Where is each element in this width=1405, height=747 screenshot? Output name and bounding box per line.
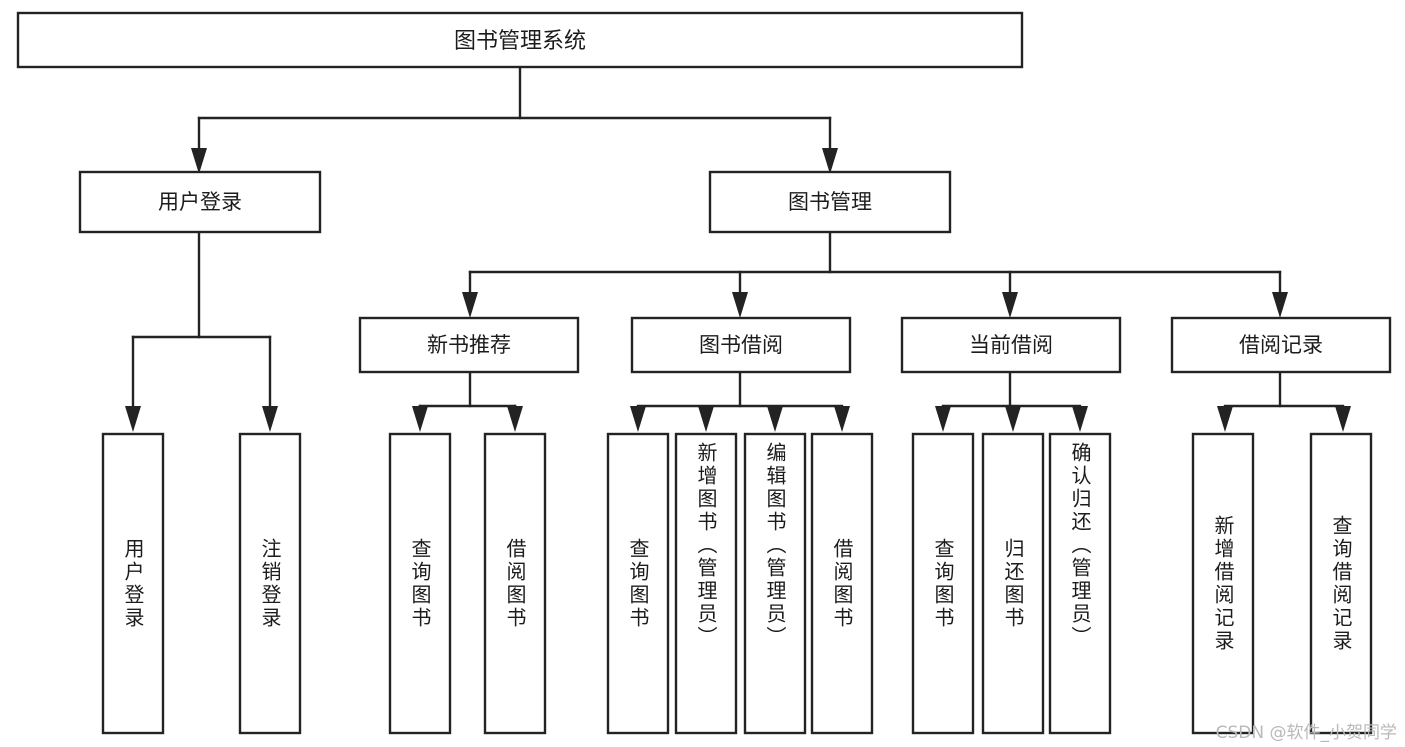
arrowhead-borrow-record: [1272, 292, 1288, 318]
node-current-borrow-box[interactable]: [900, 316, 1122, 374]
leaf-user-login-box[interactable]: [101, 432, 165, 735]
node-current-borrow[interactable]: 当前借阅: [900, 316, 1122, 374]
node-user-login-label: 用户登录: [158, 190, 242, 214]
leaf-query-book-3-box[interactable]: [911, 432, 975, 735]
arrowhead-leaf-edit-book: [767, 406, 783, 432]
node-book-borrow-box[interactable]: [630, 316, 852, 374]
leaf-add-record-box[interactable]: [1191, 432, 1255, 735]
arrowhead-leaf-add-book: [698, 406, 714, 432]
leaf-edit-book-box[interactable]: [743, 432, 807, 735]
arrowhead-leaf-query-record: [1335, 406, 1351, 432]
leaf-borrow-book-1-box[interactable]: [483, 432, 547, 735]
arrowhead-book-borrow: [732, 292, 748, 318]
node-book-manage[interactable]: 图书管理: [708, 170, 952, 234]
node-user-login[interactable]: 用户登录: [78, 170, 322, 234]
leaf-borrow-book-2-box[interactable]: [810, 432, 874, 735]
connector-group-new-book-recommend: [412, 370, 523, 432]
leaf-query-book-1-box[interactable]: [388, 432, 452, 735]
leaf-boxes: [101, 432, 1373, 735]
arrowhead-leaf-confirm-return: [1072, 406, 1088, 432]
arrowhead-leaf-query-book-1: [412, 406, 428, 432]
leaf-add-book-box[interactable]: [674, 432, 738, 735]
connector-group-user-login: [125, 230, 278, 432]
connector-group-current-borrow: [935, 370, 1088, 432]
arrowhead-leaf-borrow-book-1: [507, 406, 523, 432]
node-book-manage-label: 图书管理: [788, 190, 872, 214]
node-current-borrow-label: 当前借阅: [969, 333, 1053, 357]
leaf-query-book-2-box[interactable]: [606, 432, 670, 735]
node-book-borrow-label: 图书借阅: [699, 333, 783, 357]
node-root-label: 图书管理系统: [454, 29, 586, 54]
node-borrow-record-box[interactable]: [1170, 316, 1392, 374]
arrowhead-leaf-query-book-3: [935, 406, 951, 432]
node-new-book-recommend[interactable]: 新书推荐: [358, 316, 580, 374]
arrowhead-leaf-logout: [262, 406, 278, 432]
arrowhead-leaf-user-login: [125, 406, 141, 432]
connector-group-book-borrow: [630, 370, 850, 432]
node-book-manage-box[interactable]: [708, 170, 952, 234]
watermark-text: CSDN @软件_小贺同学: [1215, 723, 1397, 743]
arrowhead-leaf-add-record: [1217, 406, 1233, 432]
node-borrow-record-label: 借阅记录: [1239, 333, 1323, 357]
node-user-login-box[interactable]: [78, 170, 322, 234]
arrowhead-leaf-return-book: [1005, 406, 1021, 432]
leaf-query-record-box[interactable]: [1309, 432, 1373, 735]
arrowhead-leaf-borrow-book-2: [834, 406, 850, 432]
arrowhead-book-manage: [822, 148, 838, 174]
leaf-confirm-return-box[interactable]: [1048, 432, 1112, 735]
connector-group-root: [191, 65, 838, 174]
node-root[interactable]: 图书管理系统: [16, 11, 1024, 69]
leaf-return-book-box[interactable]: [981, 432, 1045, 735]
node-root-box[interactable]: [16, 11, 1024, 69]
leaf-logout-box[interactable]: [238, 432, 302, 735]
arrowhead-new-book-recommend: [462, 292, 478, 318]
node-borrow-record[interactable]: 借阅记录: [1170, 316, 1392, 374]
arrowhead-leaf-query-book-2: [630, 406, 646, 432]
node-new-book-recommend-box[interactable]: [358, 316, 580, 374]
node-book-borrow[interactable]: 图书借阅: [630, 316, 852, 374]
arrowhead-user-login: [191, 148, 207, 174]
arrowhead-current-borrow: [1002, 292, 1018, 318]
connector-group-borrow-record: [1217, 370, 1351, 432]
connector-group-book-manage: [462, 230, 1288, 318]
node-new-book-recommend-label: 新书推荐: [427, 333, 511, 357]
